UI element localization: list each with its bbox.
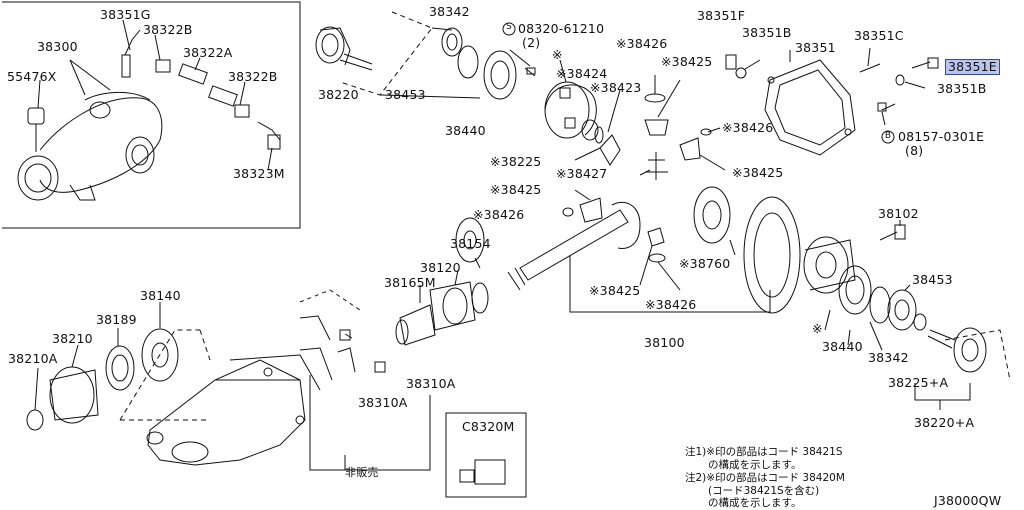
label-38310A-a[interactable]: 38310A [406,376,456,391]
label-38760[interactable]: ※38760 [679,256,731,271]
label-38220-A[interactable]: 38220+A [914,415,975,430]
label-38322B-top[interactable]: 38322B [143,22,193,37]
label-38189[interactable]: 38189 [96,312,137,327]
label-38425-a[interactable]: ※38425 [661,54,713,69]
label-38425-c[interactable]: ※38425 [490,182,542,197]
label-38427[interactable]: ※38427 [556,166,608,181]
label-38351[interactable]: 38351 [795,40,836,55]
label-38440-top[interactable]: 38440 [445,123,486,138]
note-1-line-1: 注1)※印の部品はコード 38421S [685,446,843,458]
label-38140[interactable]: 38140 [140,288,181,303]
label-38322A[interactable]: 38322A [183,45,233,60]
label-38351G[interactable]: 38351G [100,7,151,22]
star-marker-right: ※ [812,321,823,336]
label-C8320M[interactable]: C8320M [462,419,515,434]
label-38322B-mid[interactable]: 38322B [228,69,278,84]
star-marker: ※ [552,47,563,62]
label-38210A[interactable]: 38210A [8,351,58,366]
label-38310A-b[interactable]: 38310A [358,395,408,410]
label-38440-right[interactable]: 38440 [822,339,863,354]
label-38102[interactable]: 38102 [878,206,919,221]
label-38165M[interactable]: 38165M [384,275,436,290]
label-38426-c[interactable]: ※38426 [473,207,525,222]
label-55476X[interactable]: 55476X [7,69,57,84]
label-08157-qty: (8) [905,143,924,158]
label-08157-0301E[interactable]: 08157-0301E [898,129,985,144]
label-38225[interactable]: ※38225 [490,154,542,169]
label-38300[interactable]: 38300 [37,39,78,54]
label-38225-A[interactable]: 38225+A [888,375,949,390]
label-38351E-highlighted[interactable]: 38351E [945,59,1000,75]
label-38351B-right[interactable]: 38351B [937,81,987,96]
note-2-line-1: 注2)※印の部品はコード 38420M [685,472,845,484]
rear-cover [764,59,856,156]
label-38210[interactable]: 38210 [52,331,93,346]
label-38351B-top[interactable]: 38351B [742,25,792,40]
label-38220-top[interactable]: 38220 [318,87,359,102]
label-38425-d[interactable]: ※38425 [589,283,641,298]
companion-flange-top [315,26,373,71]
carrier-assembly-inset [17,91,163,201]
label-38423[interactable]: ※38423 [590,80,642,95]
label-38426-d[interactable]: ※38426 [645,297,697,312]
label-08320-61210[interactable]: 08320-61210 [518,21,605,36]
circle-s-text: S [506,22,512,32]
label-38351C[interactable]: 38351C [854,28,904,43]
label-38120[interactable]: 38120 [420,260,461,275]
label-38424[interactable]: ※38424 [556,66,608,81]
label-08320-qty: (2) [522,35,541,50]
label-38100[interactable]: 38100 [644,335,685,350]
label-38453-top[interactable]: 38453 [385,87,426,102]
circle-markers [502,22,895,144]
label-38342-right[interactable]: 38342 [868,350,909,365]
label-38453-right[interactable]: 38453 [912,272,953,287]
label-38426-b[interactable]: ※38426 [722,120,774,135]
diagram-code: J38000QW [934,493,1002,508]
inset-frame [2,1,301,229]
label-not-sold: 非販売 [345,466,379,479]
circle-b-text: B [884,131,892,141]
drive-pinion [507,201,641,291]
label-38425-b[interactable]: ※38425 [732,165,784,180]
label-38426-a[interactable]: ※38426 [616,36,668,51]
label-38154[interactable]: 38154 [450,236,491,251]
note-1-line-2: の構成を示します。 [708,459,802,471]
note-2-line-2: (コード38421Sを含む) [708,485,820,497]
label-38342-top[interactable]: 38342 [429,4,470,19]
note-2-line-3: の構成を示します。 [708,497,802,509]
label-38351F[interactable]: 38351F [697,8,746,23]
carrier-housing [146,354,321,466]
differential-case [544,81,599,141]
label-38323M[interactable]: 38323M [233,166,285,181]
